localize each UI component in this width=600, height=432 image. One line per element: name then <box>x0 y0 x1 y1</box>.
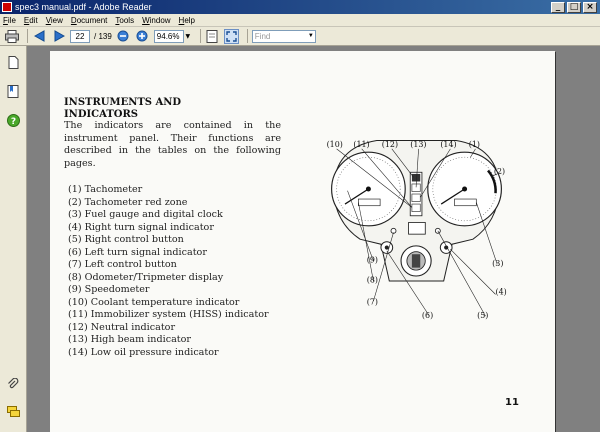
pages-panel-icon[interactable] <box>5 54 21 70</box>
list-item: (4) Right turn signal indicator <box>68 221 214 233</box>
find-dropdown-icon[interactable]: ▼ <box>307 32 314 39</box>
intro-paragraph: The indicators are contained in the inst… <box>64 120 281 169</box>
ignition-switch <box>400 245 432 277</box>
prev-page-icon[interactable] <box>32 29 47 44</box>
tachometer-red-zone <box>487 169 497 194</box>
menu-document[interactable]: Document <box>70 15 108 25</box>
callout-9: (9) <box>367 256 378 265</box>
callout-14: (14) <box>440 140 456 149</box>
page-total: / 139 <box>94 31 112 41</box>
menu-bar: File Edit View Document Tools Window Hel… <box>0 14 600 27</box>
minimize-button[interactable]: _ <box>551 1 565 13</box>
list-item: (11) Immobilizer system (HISS) indicator <box>68 309 269 320</box>
fit-page-icon[interactable] <box>205 29 220 44</box>
document-viewer[interactable]: INSTRUMENTS AND INDICATORS The indicator… <box>27 46 600 432</box>
list-item: (5) Right control button <box>68 234 184 245</box>
comments-icon[interactable] <box>5 404 21 420</box>
list-item: (2) Tachometer red zone <box>68 196 188 208</box>
list-item: (1) Tachometer <box>68 184 143 195</box>
window-title: spec3 manual.pdf - Adobe Reader <box>15 2 152 12</box>
menu-window[interactable]: Window <box>142 15 171 25</box>
oil-pressure-indicator <box>411 193 421 202</box>
list-item: (9) Speedometer <box>68 284 150 295</box>
instrument-panel-diagram: (10) (11) (12) (13) (14) (1) (2) (3) (4)… <box>327 139 507 320</box>
close-button[interactable]: × <box>583 1 597 13</box>
callout-12: (12) <box>382 140 398 149</box>
bookmarks-panel-icon[interactable] <box>5 83 21 99</box>
attachments-icon[interactable] <box>5 376 21 392</box>
svg-text:?: ? <box>10 117 15 127</box>
zoom-level-input[interactable]: 94.6% <box>153 29 184 43</box>
callout-2: (2) <box>494 167 505 176</box>
neutral-indicator <box>411 173 421 182</box>
list-item: (12) Neutral indicator <box>68 321 176 333</box>
speedometer-gauge <box>331 151 406 227</box>
callout-3: (3) <box>492 259 503 268</box>
callout-5: (5) <box>477 311 488 320</box>
menu-edit[interactable]: Edit <box>23 15 38 25</box>
toolbar: 22 / 139 94.6% ▼ Find ▼ <box>0 27 600 46</box>
maximize-button[interactable]: □ <box>567 1 581 13</box>
list-item: (13) High beam indicator <box>68 334 191 345</box>
pdf-page: INSTRUMENTS AND INDICATORS The indicator… <box>50 51 555 432</box>
zoom-in-icon[interactable] <box>135 29 150 44</box>
section-heading: INSTRUMENTS AND INDICATORS <box>64 97 182 120</box>
callout-10: (10) <box>327 140 343 149</box>
zoom-out-icon[interactable] <box>116 29 131 44</box>
list-item: (8) Odometer/Tripmeter display <box>68 271 224 283</box>
title-bar: spec3 manual.pdf - Adobe Reader _ □ × <box>0 0 600 14</box>
callout-6: (6) <box>422 311 433 320</box>
menu-help[interactable]: Help <box>178 15 196 25</box>
zoom-dropdown-icon[interactable]: ▼ <box>185 32 191 40</box>
callout-13: (13) <box>410 140 426 149</box>
next-page-icon[interactable] <box>51 29 66 44</box>
menu-tools[interactable]: Tools <box>115 15 135 25</box>
callout-4: (4) <box>496 287 507 296</box>
list-item: (6) Left turn signal indicator <box>68 246 207 258</box>
callout-8: (8) <box>367 276 378 285</box>
toolbar-separator <box>27 29 28 43</box>
indicator-legend: (1) Tachometer (2) Tachometer red zone (… <box>68 184 298 359</box>
menu-view[interactable]: View <box>45 15 63 25</box>
list-item: (7) Left control button <box>68 259 177 270</box>
list-item: (3) Fuel gauge and digital clock <box>68 209 223 220</box>
odometer-display <box>358 198 381 207</box>
page-number-input[interactable]: 22 <box>70 29 90 43</box>
navigation-pane: ? <box>0 46 27 432</box>
list-item: (10) Coolant temperature indicator <box>68 296 240 308</box>
full-screen-icon[interactable] <box>223 28 239 44</box>
menu-file[interactable]: File <box>3 15 16 25</box>
print-icon[interactable] <box>4 29 19 44</box>
callout-7: (7) <box>367 297 378 306</box>
center-display <box>408 222 426 235</box>
tachometer-gauge <box>427 151 502 227</box>
toolbar-separator <box>199 29 201 43</box>
fuel-clock-display <box>454 198 477 207</box>
help-icon[interactable]: ? <box>5 112 21 128</box>
list-item: (14) Low oil pressure indicator <box>68 346 219 358</box>
hiss-indicator <box>411 203 421 212</box>
callout-1: (1) <box>469 140 480 149</box>
find-input[interactable]: Find ▼ <box>251 29 316 43</box>
page-number: 11 <box>505 397 519 408</box>
callout-11: (11) <box>353 140 369 149</box>
leader-lines <box>336 148 498 317</box>
toolbar-separator <box>246 29 248 43</box>
adobe-reader-icon <box>2 2 12 12</box>
